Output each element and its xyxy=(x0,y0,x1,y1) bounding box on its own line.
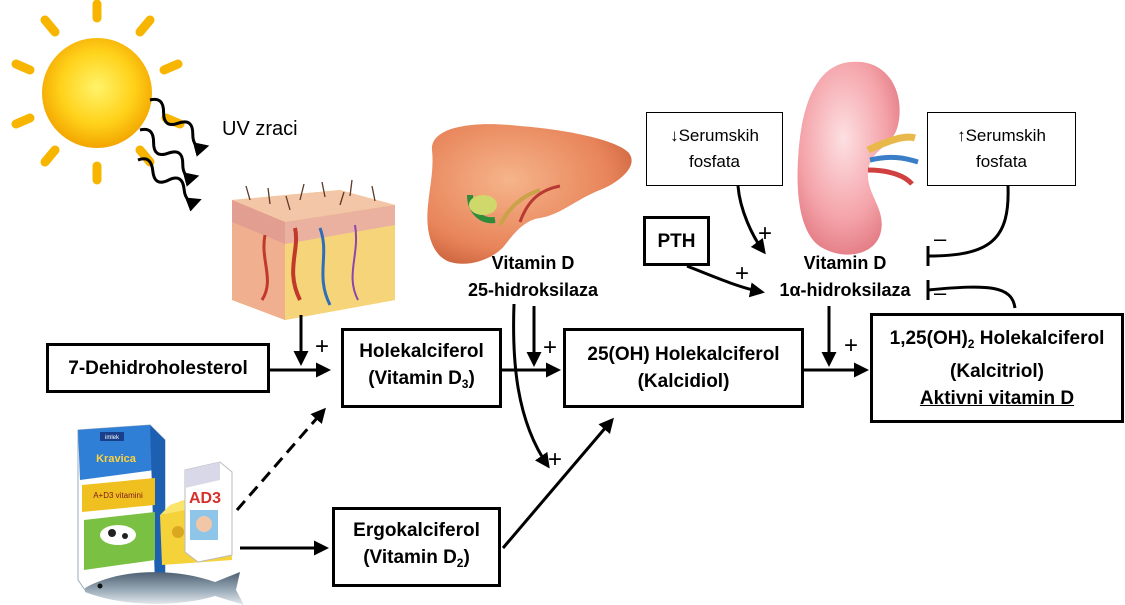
kidney-enzyme-label: Vitamin D 1α-hidroksilaza xyxy=(760,250,930,304)
kalcidiol-line2: (Kalcidiol) xyxy=(638,368,730,395)
svg-text:Kravica: Kravica xyxy=(96,453,137,465)
kalcidiol-line1: 25(OH) Holekalciferol xyxy=(587,341,779,368)
arrow-pth-to-enzyme xyxy=(687,266,762,292)
up-arrow-icon: ↑ xyxy=(957,126,966,145)
fosfat-down-line1: ↓Serumskih xyxy=(670,123,759,149)
box-ergokalciferol: Ergokalciferol (Vitamin D2) xyxy=(332,507,501,587)
svg-text:AD3: AD3 xyxy=(189,490,221,507)
kalcitriol-line2: (Kalcitriol) xyxy=(950,358,1044,385)
box-holekalciferol: Holekalciferol (Vitamin D3) xyxy=(341,328,502,408)
pth-label: PTH xyxy=(658,228,696,255)
arrow-ergo-to-kalcidiol xyxy=(503,420,612,548)
fosfat-up-line2: fosfata xyxy=(976,149,1027,175)
box-serum-fosfat-down: ↓Serumskih fosfata xyxy=(646,112,783,186)
box-kalcitriol: 1,25(OH)2 Holekalciferol (Kalcitriol) Ak… xyxy=(870,313,1124,423)
box-7-dehidroholesterol: 7-Dehidroholesterol xyxy=(46,343,270,393)
plus-sign-liver: + xyxy=(543,336,557,360)
minus-sign-fosfat-up: – xyxy=(934,228,946,250)
skin-cross-section-icon xyxy=(232,180,395,320)
down-arrow-icon: ↓ xyxy=(670,126,679,145)
box-kalcidiol: 25(OH) Holekalciferol (Kalcidiol) xyxy=(563,328,804,408)
svg-text:imlek: imlek xyxy=(105,435,120,441)
milk-carton-icon: imlek Kravica A+D3 vitamini xyxy=(78,425,165,590)
liver-icon xyxy=(427,124,631,264)
plus-sign-skin: + xyxy=(315,335,329,359)
plus-sign-ergo-branch: + xyxy=(548,448,562,472)
plus-sign-kidney: + xyxy=(844,334,858,358)
arrow-diet-to-hole-dashed xyxy=(237,410,324,510)
svg-text:A+D3 vitamini: A+D3 vitamini xyxy=(93,491,143,500)
ergo-line1: Ergokalciferol xyxy=(353,517,480,544)
dehidro-label: 7-Dehidroholesterol xyxy=(68,355,247,382)
fosfat-down-line2: fosfata xyxy=(689,149,740,175)
hole-line2: (Vitamin D3) xyxy=(368,365,475,398)
ergo-line2: (Vitamin D2) xyxy=(363,544,470,577)
fosfat-up-line1: ↑Serumskih xyxy=(957,123,1046,149)
vitamin-ad3-drops-icon: AD3 xyxy=(185,462,232,562)
minus-sign-kalcitriol: – xyxy=(934,282,946,304)
plus-sign-pth: + xyxy=(735,262,749,286)
arrow-liver-enzyme-to-ergo-branch xyxy=(514,304,548,466)
liver-enzyme-label: Vitamin D 25-hidroksilaza xyxy=(448,250,618,304)
kidney-icon xyxy=(798,62,918,255)
plus-sign-fosfat-down: + xyxy=(758,222,772,246)
kalcitriol-line1: 1,25(OH)2 Holekalciferol xyxy=(890,325,1105,358)
uv-rays-label: UV zraci xyxy=(222,118,298,141)
box-serum-fosfat-up: ↑Serumskih fosfata xyxy=(927,112,1076,186)
box-pth: PTH xyxy=(643,216,710,266)
hole-line1: Holekalciferol xyxy=(359,338,484,365)
kalcitriol-line3-active: Aktivni vitamin D xyxy=(920,385,1074,412)
